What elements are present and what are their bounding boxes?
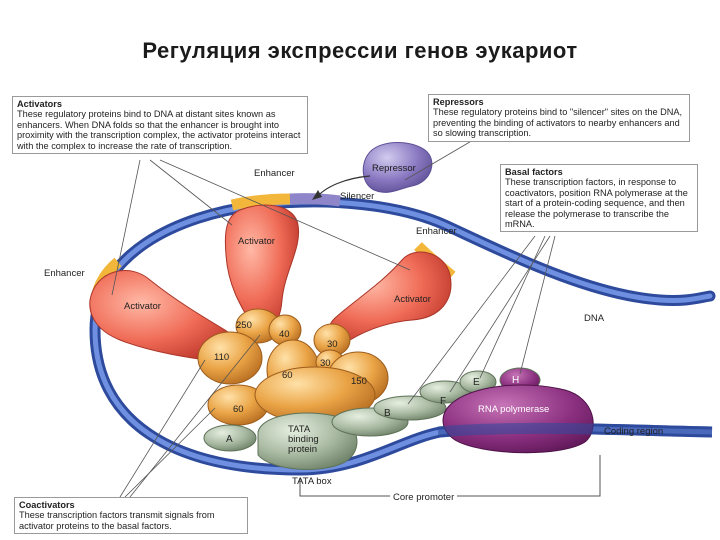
activators-text: These regulatory proteins bind to DNA at…: [17, 109, 300, 150]
coactivator-number-30b: 30: [320, 358, 331, 369]
coactivators-text: These transcription factors transmit sig…: [19, 510, 215, 530]
activator-right-shape: [329, 252, 451, 343]
dna-label: DNA: [584, 313, 604, 324]
activators-heading: Activators: [17, 99, 303, 109]
factor-f-label: F: [440, 396, 446, 407]
coactivator-number-250: 250: [236, 320, 252, 331]
repressors-box: Repressors These regulatory proteins bin…: [428, 94, 690, 142]
enhancer-left-label: Enhancer: [44, 268, 85, 279]
basal-factors-box: Basal factors These transcription factor…: [500, 164, 698, 232]
coactivator-number-30a: 30: [327, 339, 338, 350]
enhancer-right-label: Enhancer: [416, 226, 457, 237]
coactivator-number-60a: 60: [282, 370, 293, 381]
activator-left-label: Activator: [124, 301, 161, 312]
coactivators-heading: Coactivators: [19, 500, 243, 510]
enhancer-top-label: Enhancer: [254, 168, 295, 179]
tata-box-label: TATA box: [292, 476, 332, 487]
factor-h-label: H: [512, 375, 519, 386]
factor-b-label: B: [384, 408, 391, 419]
repressors-text: These regulatory proteins bind to "silen…: [433, 107, 682, 138]
rna-polymerase-label: RNA polymerase: [478, 404, 549, 415]
rna-polymerase-shape: [443, 385, 593, 453]
coactivator-number-110: 110: [214, 352, 229, 363]
repressor-label: Repressor: [372, 163, 416, 174]
factor-a-label: A: [226, 434, 233, 445]
repressors-heading: Repressors: [433, 97, 685, 107]
basal-factors-text: These transcription factors, in response…: [505, 177, 688, 229]
coactivator-number-40: 40: [279, 329, 290, 340]
activator-right-label: Activator: [394, 294, 431, 305]
coactivator-number-150: 150: [351, 376, 367, 387]
coactivators-box: Coactivators These transcription factors…: [14, 497, 248, 534]
core-promoter-label: Core promoter: [390, 492, 457, 503]
coactivator-number-60b: 60: [233, 404, 244, 415]
coding-region-label: Coding region: [604, 426, 663, 437]
basal-factors-heading: Basal factors: [505, 167, 693, 177]
silencer-label: Silencer: [340, 191, 374, 202]
tata-binding-label: TATA binding protein: [288, 425, 332, 455]
activator-top-label: Activator: [238, 236, 275, 247]
factor-e-label: E: [473, 377, 480, 388]
activators-box: Activators These regulatory proteins bin…: [12, 96, 308, 154]
